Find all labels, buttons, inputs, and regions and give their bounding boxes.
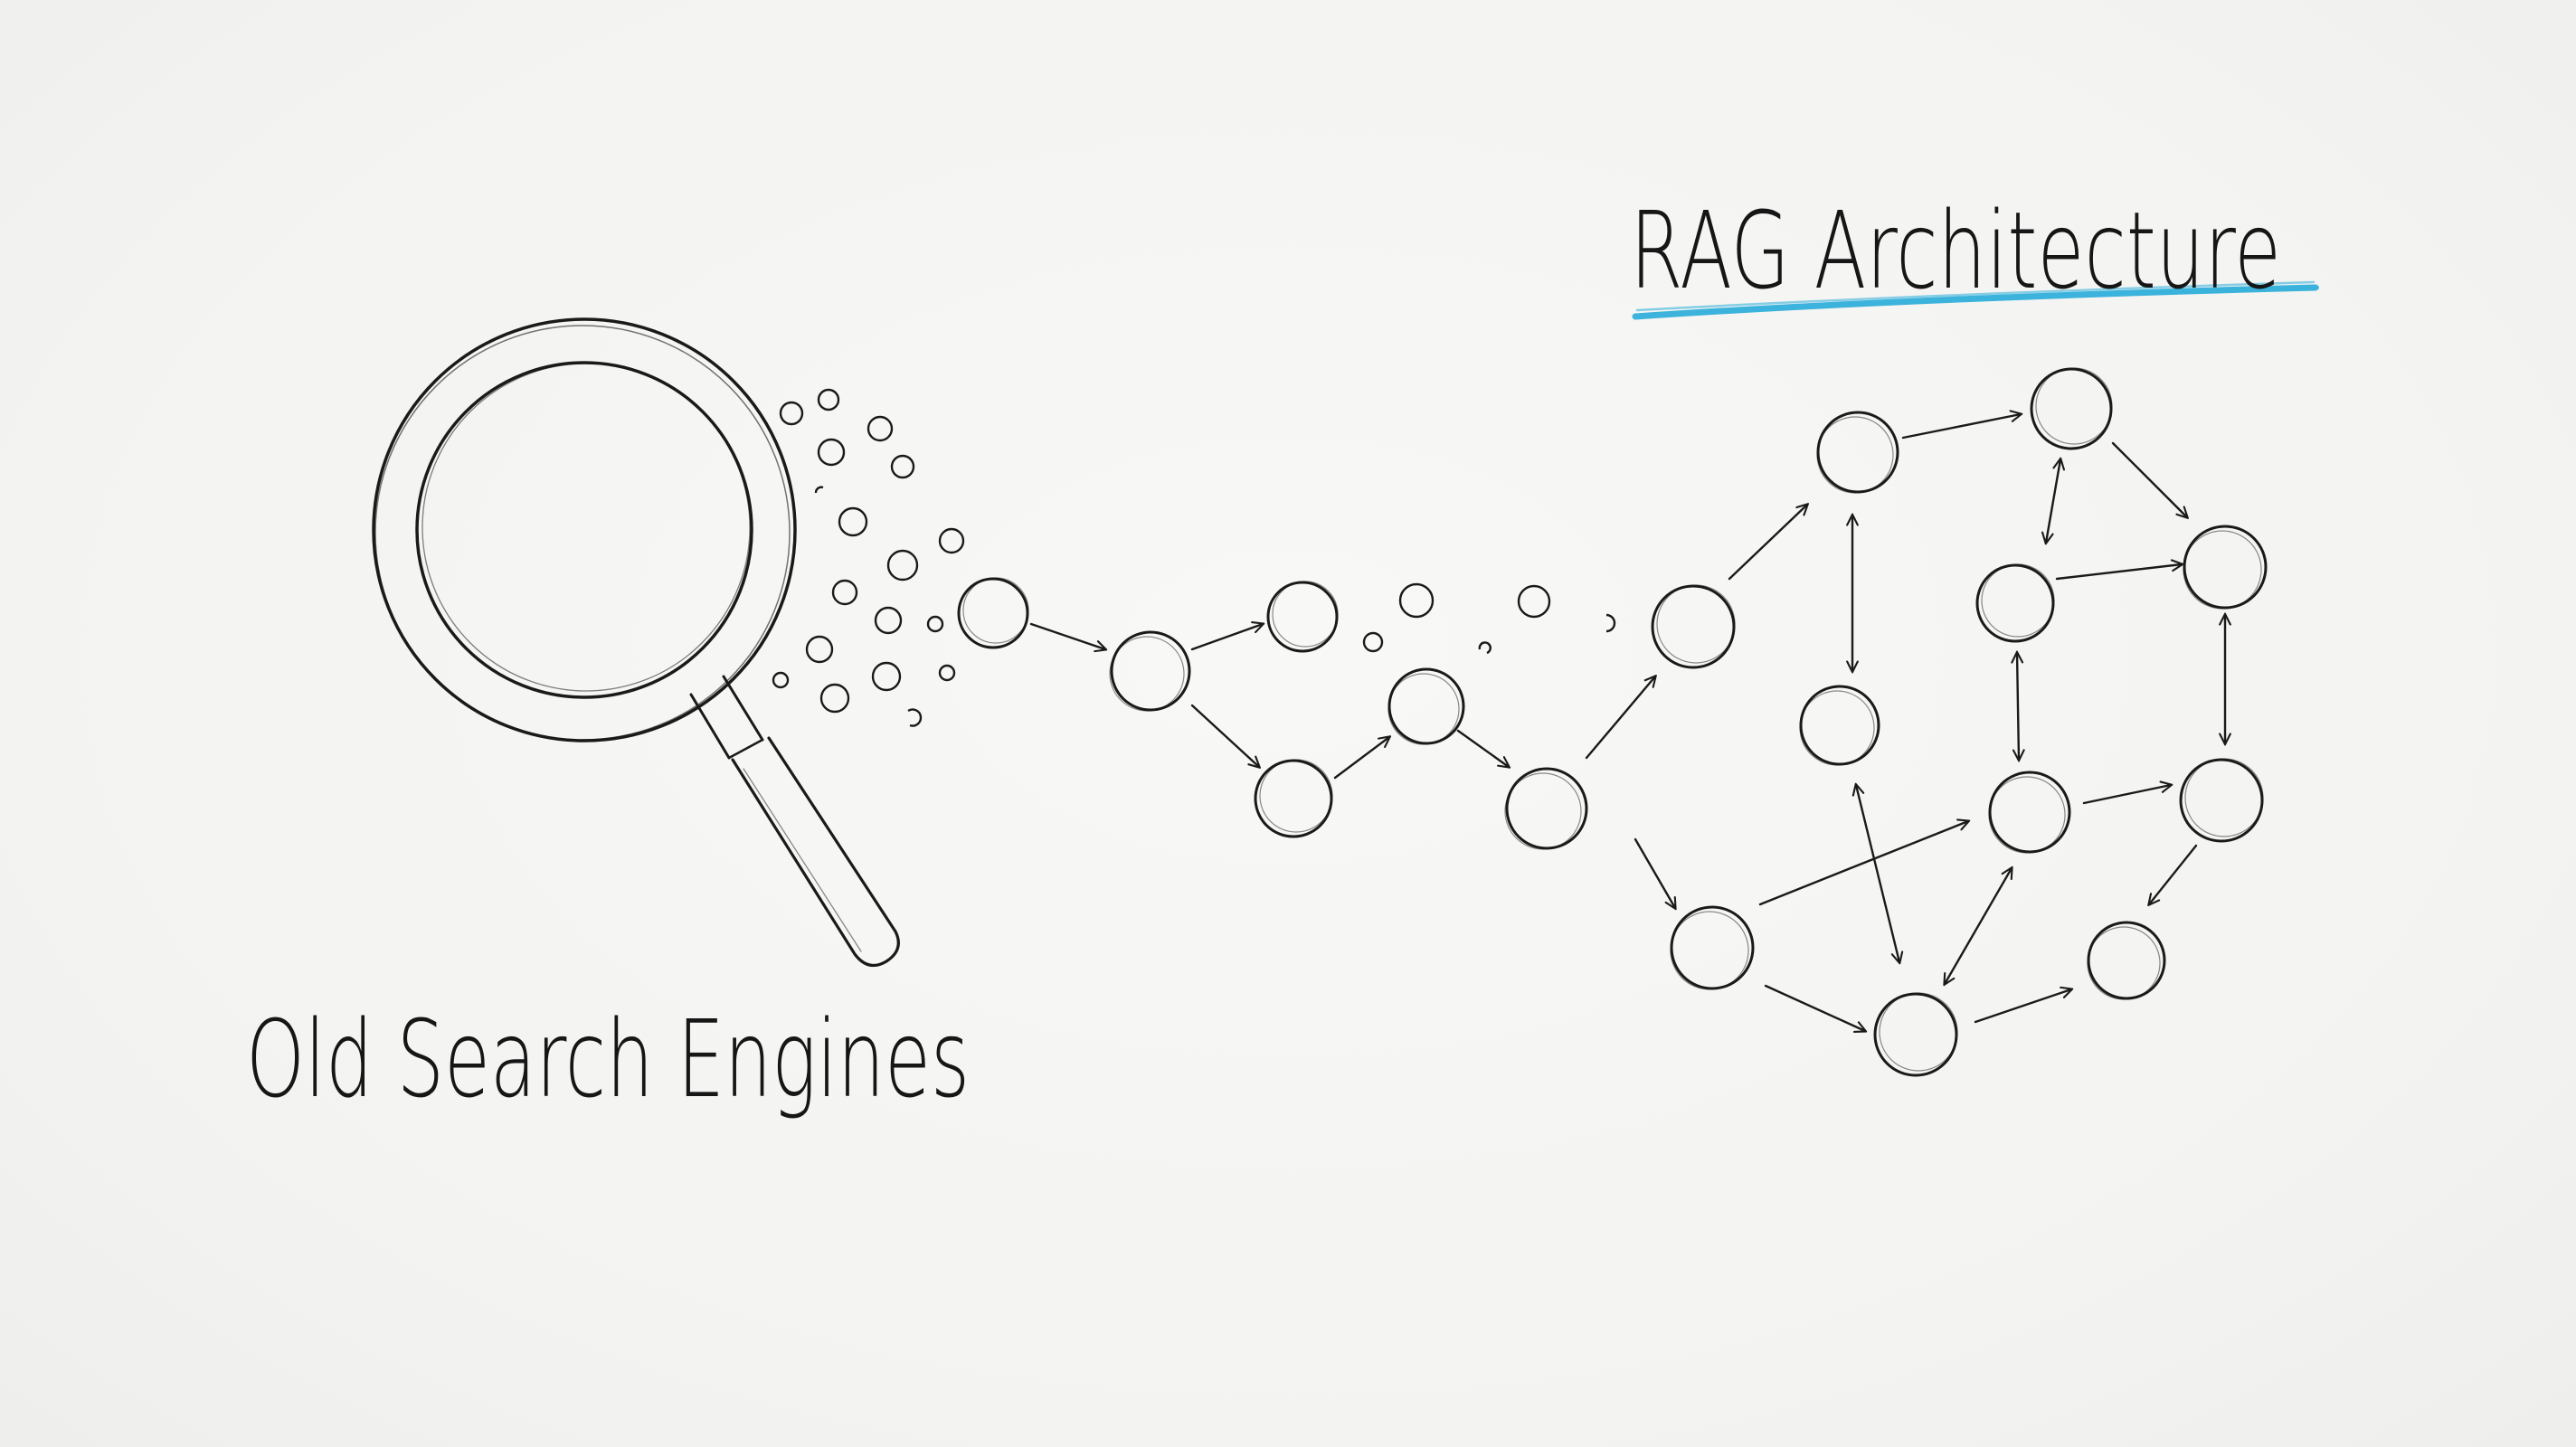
magnifying-glass-icon (372, 317, 900, 968)
node (1651, 584, 1736, 669)
stray-bubbles (1362, 582, 1616, 655)
node (957, 577, 1029, 649)
node (1816, 411, 1899, 494)
node (1799, 685, 1880, 766)
scattered-bubbles (772, 388, 965, 727)
node (2183, 525, 2268, 610)
node (1988, 771, 2071, 854)
node (2179, 758, 2264, 843)
node (1254, 759, 1333, 838)
node (1975, 563, 2055, 643)
node (2087, 921, 2166, 1000)
title-underline (1632, 280, 2319, 320)
node (1387, 667, 1465, 745)
network-arrows (1029, 414, 2225, 1031)
rag-architecture-label: RAG Architecture (1630, 188, 2281, 313)
node (1110, 630, 1191, 712)
node (1873, 992, 1958, 1077)
node (1266, 581, 1339, 653)
old-search-engines-label: Old Search Engines (246, 997, 970, 1121)
network-nodes (957, 367, 2268, 1077)
node (1670, 905, 1755, 990)
node (1505, 767, 1588, 850)
node (2030, 367, 2113, 450)
